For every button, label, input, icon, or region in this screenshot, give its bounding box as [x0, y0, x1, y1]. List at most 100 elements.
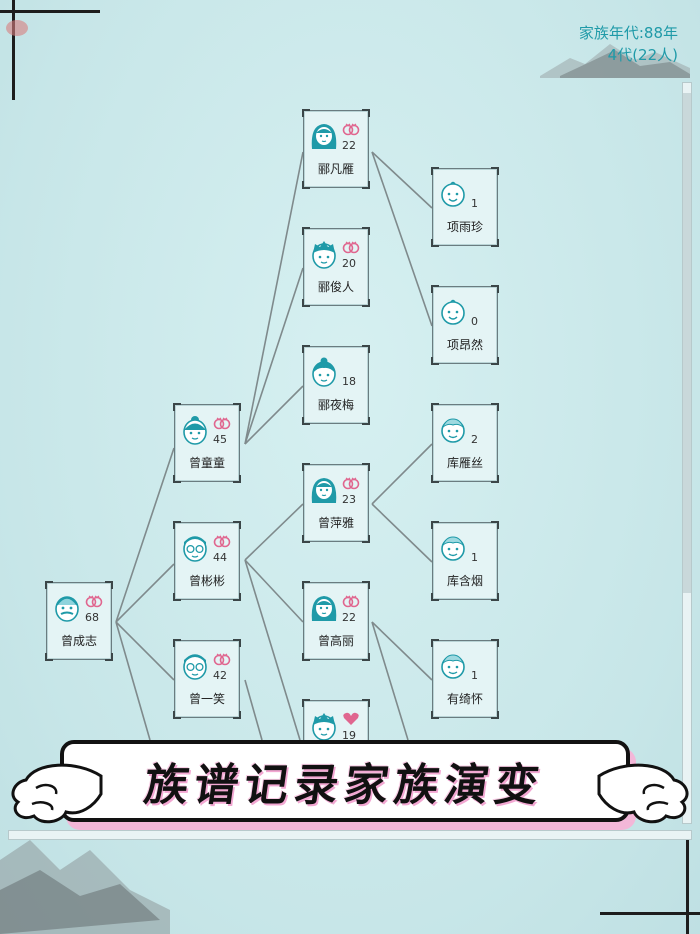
- member-name: 有绮怀: [446, 692, 483, 706]
- member-card-m3[interactable]: 42 曾一笑: [173, 639, 241, 719]
- baby-avatar-icon: [439, 297, 467, 327]
- card-corner: [302, 581, 310, 589]
- member-name: 曾高丽: [317, 634, 354, 648]
- member-card-m6[interactable]: 18 郦夜梅: [302, 345, 370, 425]
- heart-icon: [342, 711, 360, 725]
- vertical-scrollbar[interactable]: [682, 82, 692, 824]
- member-card-m8[interactable]: 22 曾高丽: [302, 581, 370, 661]
- card-corner: [491, 357, 499, 365]
- none-icon: [471, 651, 489, 665]
- card-corner: [173, 403, 181, 411]
- card-corner: [233, 403, 241, 411]
- member-card-m7[interactable]: 23 曾萍雅: [302, 463, 370, 543]
- woman-long-hair-avatar-icon: [310, 593, 338, 623]
- toddler-avatar-icon: [439, 533, 467, 563]
- card-corner: [431, 285, 439, 293]
- ink-stroke-bottom-right-v: [686, 840, 689, 934]
- card-corner: [362, 581, 370, 589]
- toddler-avatar-icon: [439, 415, 467, 445]
- member-card-m11[interactable]: 0 项昂然: [431, 285, 499, 365]
- member-card-m2[interactable]: 44 曾彬彬: [173, 521, 241, 601]
- member-name: 郦凡雁: [317, 162, 354, 176]
- card-corner: [431, 639, 439, 647]
- member-age: 22: [342, 139, 356, 152]
- member-card-m1[interactable]: 45 曾童童: [173, 403, 241, 483]
- card-corner: [491, 711, 499, 719]
- cloud-wing-right-icon: [597, 763, 689, 824]
- card-corner: [173, 639, 181, 647]
- promo-banner: 族谱记录家族演变: [60, 740, 630, 822]
- card-corner: [173, 711, 181, 719]
- card-corner: [431, 475, 439, 483]
- card-corner: [362, 535, 370, 543]
- card-corner: [491, 593, 499, 601]
- man-glasses-avatar-icon: [181, 651, 209, 681]
- card-corner: [105, 653, 113, 661]
- card-corner: [302, 699, 310, 707]
- card-corner: [302, 227, 310, 235]
- family-generations: 4代(22人): [607, 46, 678, 64]
- member-card-m0[interactable]: 68 曾成志: [45, 581, 113, 661]
- member-age: 68: [85, 611, 99, 624]
- woman-long-hair-avatar-icon: [310, 121, 338, 151]
- member-age: 45: [213, 433, 227, 446]
- member-age: 1: [471, 669, 478, 682]
- card-corner: [362, 227, 370, 235]
- double-ring-icon: [85, 593, 103, 608]
- vertical-scrollbar-thumb[interactable]: [683, 93, 691, 593]
- member-age: 1: [471, 551, 478, 564]
- card-corner: [302, 181, 310, 189]
- double-ring-icon: [213, 415, 231, 430]
- card-corner: [302, 345, 310, 353]
- member-age: 0: [471, 315, 478, 328]
- card-corner: [233, 711, 241, 719]
- member-card-m13[interactable]: 1 库含烟: [431, 521, 499, 601]
- card-corner: [431, 357, 439, 365]
- card-corner: [491, 639, 499, 647]
- card-corner: [105, 581, 113, 589]
- card-corner: [431, 167, 439, 175]
- card-corner: [173, 593, 181, 601]
- member-age: 1: [471, 197, 478, 210]
- double-ring-icon: [213, 651, 231, 666]
- member-age: 2: [471, 433, 478, 446]
- card-corner: [491, 239, 499, 247]
- ink-stroke-bottom-right-h: [600, 912, 700, 915]
- member-card-m10[interactable]: 1 项雨珍: [431, 167, 499, 247]
- toddler-avatar-icon: [439, 651, 467, 681]
- member-age: 44: [213, 551, 227, 564]
- banner-text: 族谱记录家族演变: [140, 760, 548, 811]
- card-corner: [173, 521, 181, 529]
- card-corner: [302, 535, 310, 543]
- card-corner: [362, 109, 370, 117]
- member-card-m14[interactable]: 1 有绮怀: [431, 639, 499, 719]
- horizontal-scrollbar[interactable]: [8, 830, 692, 840]
- double-ring-icon: [213, 533, 231, 548]
- member-name: 曾彬彬: [188, 574, 225, 588]
- none-icon: [471, 297, 489, 311]
- member-name: 郦夜梅: [317, 398, 354, 412]
- mountain-ink-bottom-left: [0, 840, 170, 934]
- card-corner: [362, 181, 370, 189]
- girl-avatar-icon: [310, 357, 338, 387]
- member-card-m4[interactable]: 22 郦凡雁: [302, 109, 370, 189]
- member-name: 项雨珍: [446, 220, 483, 234]
- member-name: 曾成志: [60, 634, 97, 648]
- double-ring-icon: [342, 475, 360, 490]
- member-name: 库雁丝: [446, 456, 483, 470]
- member-name: 郦俊人: [317, 280, 354, 294]
- woman-long-hair-avatar-icon: [310, 475, 338, 505]
- member-card-m12[interactable]: 2 库雁丝: [431, 403, 499, 483]
- young-man-avatar-icon: [310, 711, 338, 741]
- member-age: 23: [342, 493, 356, 506]
- member-age: 19: [342, 729, 356, 742]
- card-corner: [302, 653, 310, 661]
- card-corner: [431, 239, 439, 247]
- card-corner: [362, 417, 370, 425]
- member-card-m5[interactable]: 20 郦俊人: [302, 227, 370, 307]
- member-age: 42: [213, 669, 227, 682]
- member-name: 曾童童: [188, 456, 225, 470]
- card-corner: [362, 699, 370, 707]
